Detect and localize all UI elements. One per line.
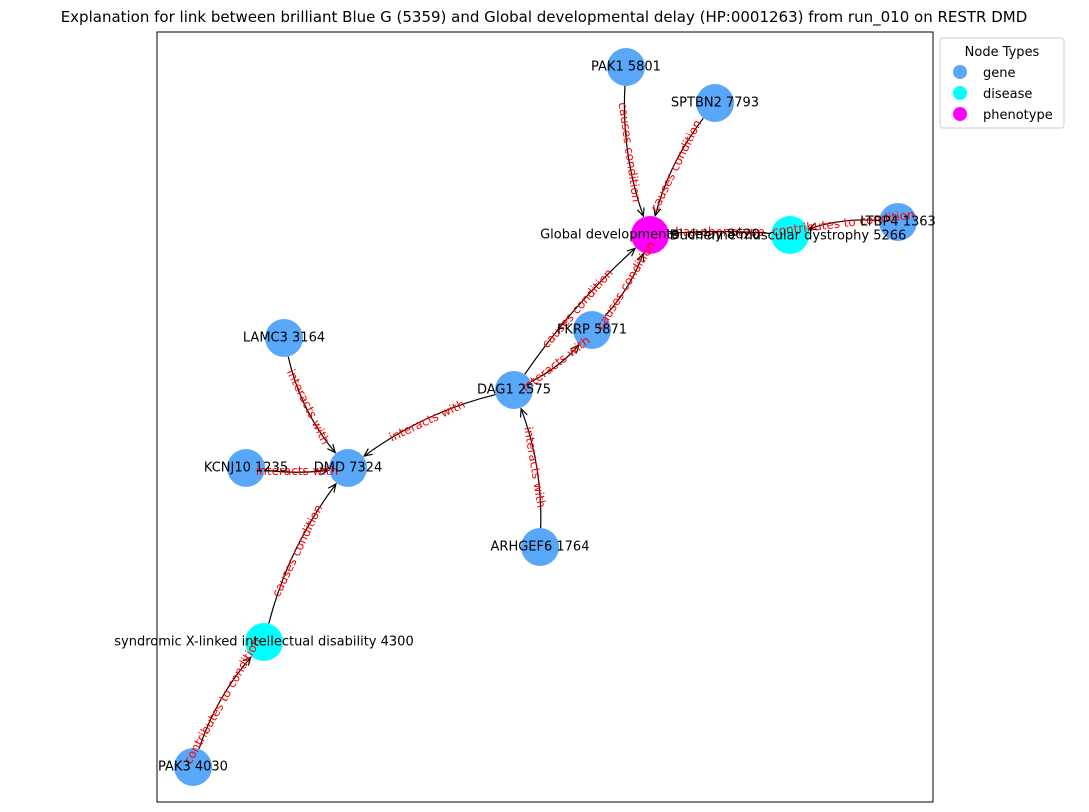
edge-pak3-xlid bbox=[198, 657, 251, 750]
figure-title: Explanation for link between brilliant B… bbox=[61, 8, 1028, 27]
node-label-gdd: Global developmental delay 8620 bbox=[540, 228, 760, 243]
node-fkrp bbox=[573, 311, 611, 349]
edge-label-sptbn2-gdd: causes condition bbox=[647, 117, 704, 214]
edge-label-xlid-dmd: causes condition bbox=[269, 502, 325, 599]
node-label-kcnj10: KCNJ10 1235 bbox=[204, 461, 288, 476]
legend-item-phenotype: phenotype bbox=[953, 107, 1053, 123]
legend-marker-disease bbox=[953, 86, 967, 100]
node-label-dmd-dis: Duchenne muscular dystrophy 5266 bbox=[670, 229, 907, 244]
node-gdd bbox=[631, 216, 669, 254]
edge-pak1-gdd bbox=[623, 85, 643, 216]
edge-dag1-dmd bbox=[364, 393, 496, 457]
legend-marker-phenotype bbox=[953, 107, 967, 121]
node-xlid bbox=[245, 623, 283, 661]
edge-label-kcnj10-dmd: interacts with bbox=[256, 464, 338, 478]
legend: Node Types gene disease phenotype bbox=[939, 37, 1065, 129]
node-label-arhgef6: ARHGEF6 1764 bbox=[491, 540, 590, 555]
nodes-layer bbox=[174, 48, 917, 786]
node-dmd bbox=[329, 449, 367, 487]
edge-label-dag1-dmd: interacts with bbox=[387, 397, 467, 445]
edge-fkrp-gdd bbox=[604, 254, 643, 317]
node-sptbn2 bbox=[696, 84, 734, 122]
edge-label-arhgef6-dag1: interacts with bbox=[521, 426, 548, 509]
node-label-sptbn2: SPTBN2 7793 bbox=[671, 96, 759, 111]
node-label-dmd: DMD 7324 bbox=[314, 461, 382, 476]
edge-arhgef6-dag1 bbox=[521, 409, 542, 529]
edge-label-pak1-gdd: causes condition bbox=[616, 101, 644, 203]
node-lamc3 bbox=[265, 319, 303, 357]
legend-item-disease: disease bbox=[953, 86, 1032, 102]
node-dag1 bbox=[495, 371, 533, 409]
node-pak3 bbox=[174, 748, 212, 786]
node-label-pak3: PAK3 4030 bbox=[158, 760, 228, 775]
edge-label-pak3-xlid: contributes to condition bbox=[181, 635, 264, 766]
legend-title: Node Types bbox=[965, 45, 1040, 60]
node-label-lamc3: LAMC3 3164 bbox=[243, 331, 325, 346]
node-label-dag1: DAG1 2575 bbox=[477, 383, 551, 398]
edge-lamc3-dmd bbox=[287, 356, 335, 453]
edge-dmd_dis-gdd bbox=[670, 231, 772, 233]
edge-dag1-fkrp bbox=[530, 345, 579, 383]
legend-label-phenotype: phenotype bbox=[983, 108, 1053, 123]
node-arhgef6 bbox=[521, 528, 559, 566]
edge-dag1-gdd bbox=[524, 248, 635, 375]
legend-label-gene: gene bbox=[983, 66, 1016, 81]
node-label-xlid: syndromic X-linked intellectual disabili… bbox=[114, 635, 413, 650]
edge-ltbp4-dmd_dis bbox=[809, 219, 880, 229]
node-pak1 bbox=[607, 48, 645, 86]
node-label-fkrp: FKRP 5871 bbox=[557, 323, 627, 338]
node-label-pak1: PAK1 5801 bbox=[591, 60, 661, 75]
node-dmd-dis bbox=[771, 216, 809, 254]
plot-frame bbox=[156, 31, 934, 803]
edges-layer bbox=[198, 85, 880, 750]
edge-xlid-dmd bbox=[268, 484, 336, 624]
edge-label-lamc3-dmd: interacts with bbox=[284, 367, 333, 447]
node-ltbp4 bbox=[879, 203, 917, 241]
edge-kcnj10-dmd bbox=[264, 470, 328, 472]
edge-label-dmd_dis-gdd: has phenotype bbox=[675, 225, 764, 239]
node-kcnj10 bbox=[227, 449, 265, 487]
legend-box bbox=[939, 37, 1065, 129]
edge-sptbn2-gdd bbox=[655, 117, 704, 216]
legend-label-disease: disease bbox=[983, 87, 1032, 102]
legend-marker-gene bbox=[953, 65, 967, 79]
legend-item-gene: gene bbox=[953, 65, 1016, 81]
node-label-ltbp4: LTBP4 1363 bbox=[860, 215, 936, 230]
